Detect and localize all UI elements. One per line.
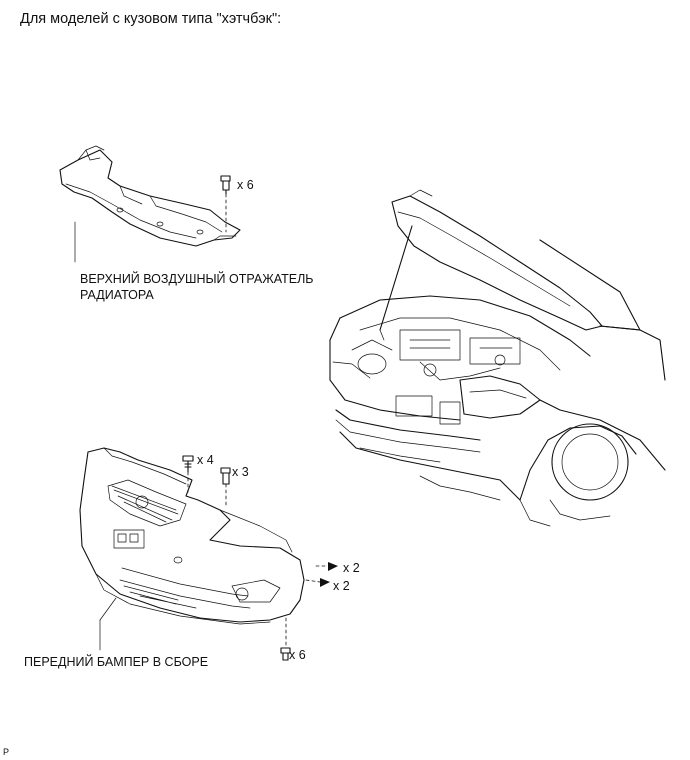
clip-icon	[220, 175, 231, 195]
upper-deflector-label: ВЕРХНИЙ ВОЗДУШНЫЙ ОТРАЖАТЕЛЬ РАДИАТОРА	[80, 272, 314, 302]
clip-icon	[280, 647, 291, 661]
upper-air-deflector-part	[59, 145, 241, 247]
clip-icon	[220, 467, 231, 485]
side-clip-quantity: x 2	[333, 579, 350, 593]
page-heading: Для моделей с кузовом типа "хэтчбэк":	[20, 11, 282, 27]
side-screw-quantity: x 2	[343, 561, 360, 575]
deflector-clip-quantity: x 6	[237, 178, 254, 192]
bottom-clip-quantity: x 6	[289, 648, 306, 662]
vehicle-front-view	[329, 189, 666, 527]
bolt-icon	[182, 455, 194, 473]
screw-icon	[328, 562, 338, 571]
clip-icon	[320, 578, 330, 587]
bumper-bolt-quantity: x 4	[197, 453, 214, 467]
front-bumper-label: ПЕРЕДНИЙ БАМПЕР В СБОРЕ	[24, 655, 209, 669]
footer-code: P	[3, 747, 10, 757]
bumper-clip-quantity: x 3	[232, 465, 249, 479]
front-bumper-part	[79, 447, 305, 625]
